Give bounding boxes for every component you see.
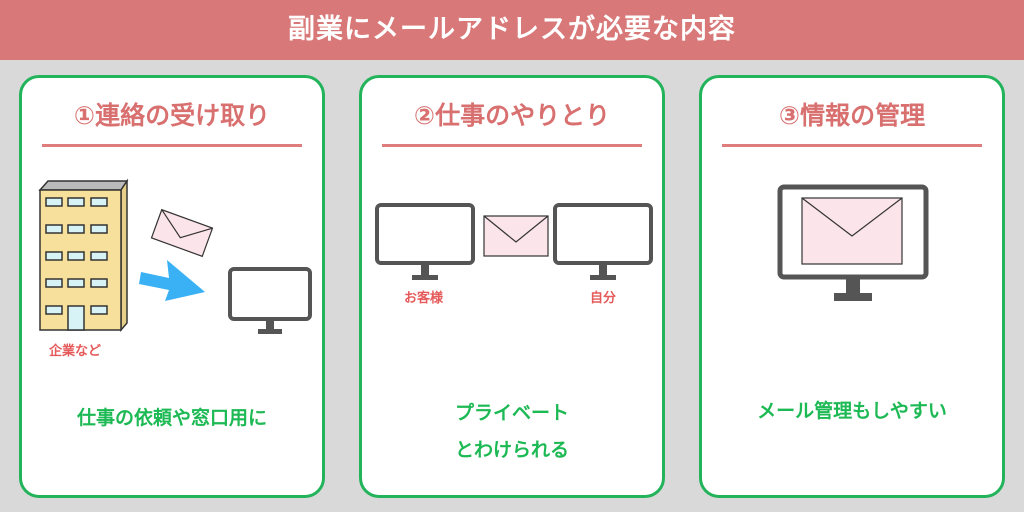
self-label: 自分	[590, 291, 617, 306]
card-info-management: ③情報の管理 メール管理もしやすい	[699, 75, 1005, 498]
customer-label: お客様	[404, 291, 444, 306]
building-icon	[38, 178, 129, 333]
page-title: 副業にメールアドレスが必要な内容	[288, 14, 736, 45]
card-caption: 仕事の依頼や窓口用に	[76, 407, 267, 429]
page-header: 副業にメールアドレスが必要な内容	[0, 0, 1024, 60]
divider	[722, 144, 982, 147]
card-title: ②仕事のやりとり	[413, 101, 611, 130]
card-title: ①連絡の受け取り	[73, 101, 271, 130]
envelope-icon	[483, 215, 549, 257]
monitor-icon	[228, 267, 312, 334]
card-receive-contact: ①連絡の受け取り 企業など 仕事の依頼や窓口用に	[19, 75, 325, 498]
divider	[42, 144, 302, 147]
monitor-with-mail-icon	[777, 184, 929, 301]
company-label: 企業など	[49, 344, 102, 359]
card-caption: メール管理もしやすい	[757, 400, 947, 422]
arrow-icon	[139, 260, 205, 301]
envelope-icon	[150, 208, 214, 258]
customer-monitor-icon	[375, 203, 475, 280]
card-title: ③情報の管理	[778, 101, 926, 130]
card-caption-line2: とわけられる	[454, 439, 569, 461]
self-monitor-icon	[553, 203, 653, 280]
card-caption-line1: プライベート	[454, 402, 569, 424]
card-work-exchange: ②仕事のやりとり お客様 自分 プライベート とわけられる	[359, 75, 665, 498]
divider	[382, 144, 642, 147]
